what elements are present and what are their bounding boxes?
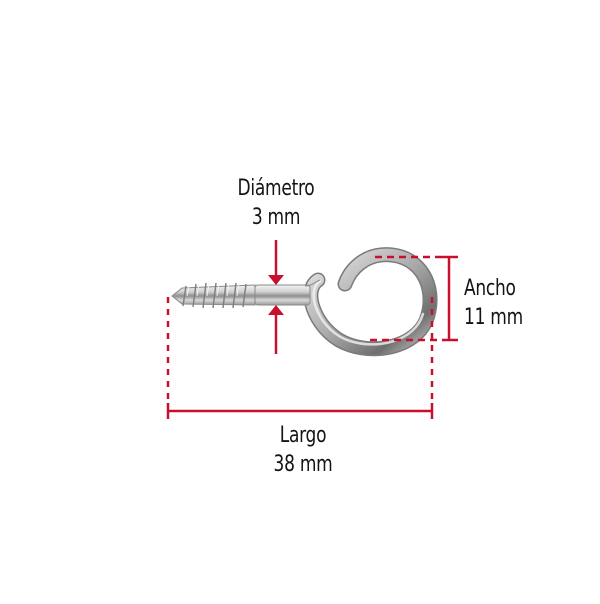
diameter-indicator	[268, 240, 284, 354]
diameter-label-value: 3 mm	[251, 205, 301, 230]
length-indicator	[166, 297, 434, 419]
width-label-title: Ancho	[464, 276, 516, 301]
length-label-value: 38 mm	[273, 452, 333, 477]
length-label: Largo 38 mm	[260, 421, 346, 479]
width-label: Ancho 11 mm	[464, 274, 533, 332]
width-indicator	[370, 255, 458, 342]
screw-eye-hook-image	[171, 247, 438, 357]
diameter-label-title: Diámetro	[237, 176, 315, 201]
length-label-title: Largo	[279, 423, 327, 448]
diameter-label: Diámetro 3 mm	[233, 174, 319, 232]
width-label-value: 11 mm	[464, 305, 523, 330]
